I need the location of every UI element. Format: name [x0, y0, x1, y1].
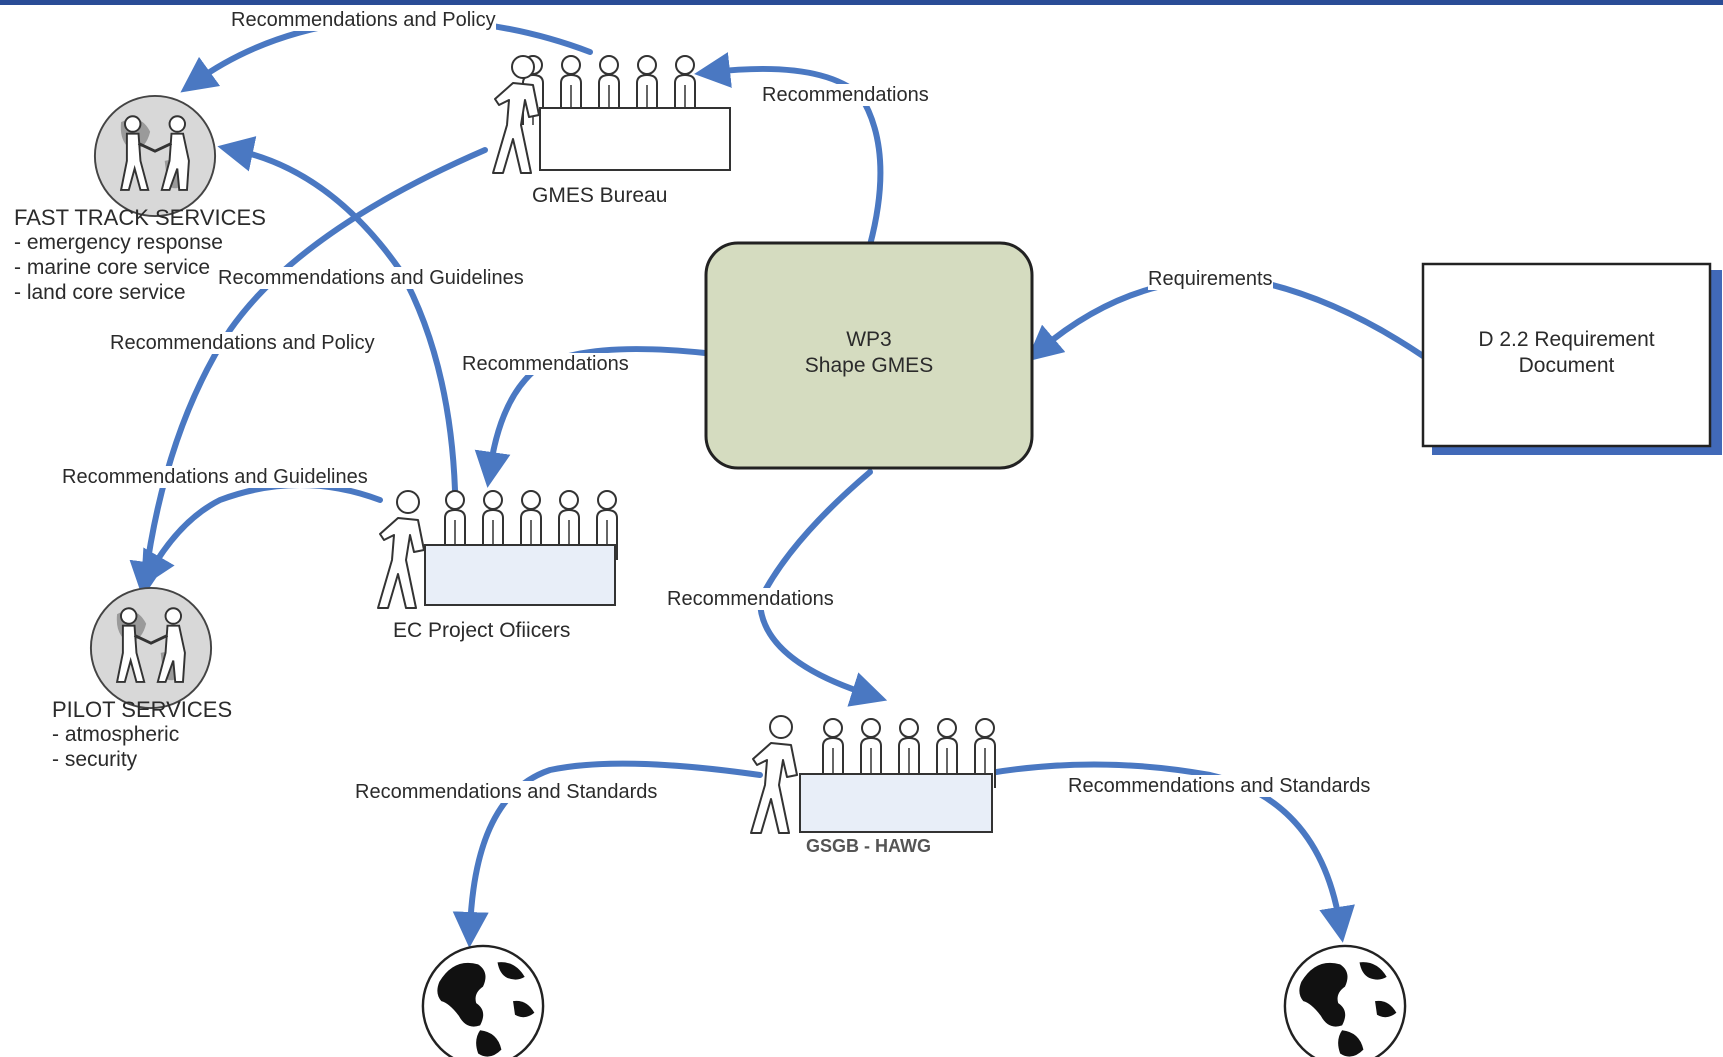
right-globe-icon	[1283, 944, 1407, 1057]
edge-label-rec-guidelines-low: Recommendations and Guidelines	[62, 466, 368, 488]
requirement-doc-box	[1421, 262, 1712, 448]
arrow-ec-to-pilot	[141, 482, 383, 588]
fast-track-item: - emergency response	[14, 231, 223, 254]
edge-label-rec-standards-right: Recommendations and Standards	[1068, 775, 1371, 797]
top-border	[0, 0, 1723, 5]
gmes-bureau-label: GMES Bureau	[532, 184, 668, 207]
edge-label-requirements: Requirements	[1148, 268, 1273, 290]
edge-label-rec-policy-top: Recommendations and Policy	[231, 9, 496, 31]
pilot-globe-icon	[89, 586, 213, 710]
fast-track-globe-icon	[93, 94, 217, 218]
arrow-doc-to-wp3	[1026, 276, 1426, 362]
gmes-bureau-icon	[492, 55, 731, 174]
fast-track-item: - marine core service	[14, 256, 211, 279]
arrow-gsgb-to-left-globe	[452, 760, 763, 948]
edge-label-rec-to-ec: Recommendations	[462, 353, 629, 375]
arrow-bureau-to-pilot	[129, 147, 488, 598]
edge-label-rec-standards-left: Recommendations and Standards	[355, 781, 658, 803]
arrow-wp3-to-gsgb	[756, 469, 888, 707]
fast-track-title: FAST TRACK SERVICES	[14, 205, 266, 230]
requirement-doc-line2: Document	[1518, 354, 1615, 377]
wp3-subtitle: Shape GMES	[804, 354, 934, 377]
edge-label-rec-policy-mid: Recommendations and Policy	[110, 332, 375, 354]
edge-label-rec-guidelines-mid: Recommendations and Guidelines	[218, 267, 524, 289]
wp3-box	[704, 241, 1034, 470]
requirement-doc-text: D 2.2 Requirement Document	[1423, 327, 1710, 379]
gsgb-hawg-icon	[750, 715, 997, 834]
pilot-services: PILOT SERVICES - atmospheric - security	[52, 697, 232, 772]
requirement-doc-line1: D 2.2 Requirement	[1478, 328, 1655, 351]
gsgb-hawg-label: GSGB - HAWG	[806, 836, 931, 856]
wp3-box-text: WP3 Shape GMES	[706, 327, 1032, 379]
pilot-title: PILOT SERVICES	[52, 697, 233, 722]
ec-project-officers-label: EC Project Ofiicers	[393, 619, 571, 642]
pilot-item: - security	[52, 748, 138, 771]
edge-label-rec-to-bureau: Recommendations	[762, 84, 929, 106]
ec-project-officers-icon	[377, 490, 619, 609]
fast-track-item: - land core service	[14, 281, 186, 304]
pilot-item: - atmospheric	[52, 723, 180, 746]
fast-track-services: FAST TRACK SERVICES - emergency response…	[14, 205, 266, 305]
arrow-ec-to-fasttrack	[217, 136, 458, 493]
left-globe-icon	[421, 944, 545, 1057]
edge-label-rec-to-gsgb: Recommendations	[667, 588, 834, 610]
wp3-title: WP3	[846, 328, 892, 351]
